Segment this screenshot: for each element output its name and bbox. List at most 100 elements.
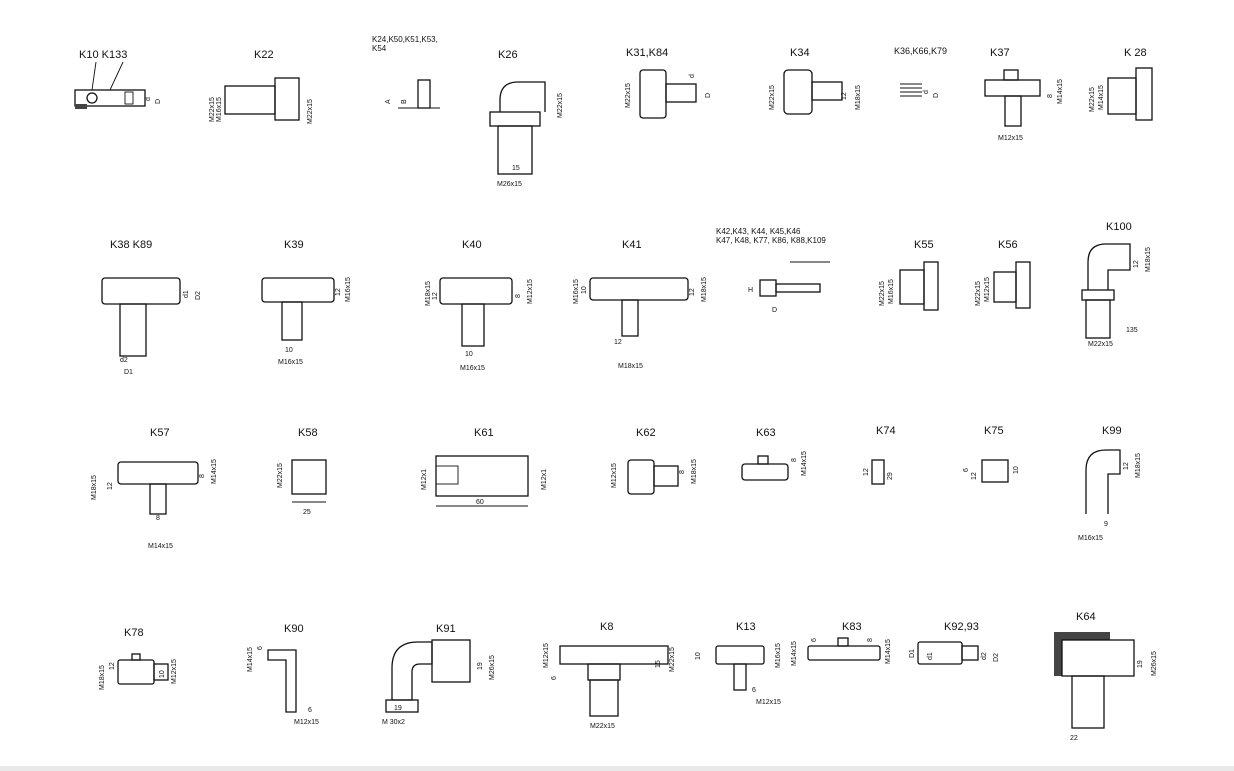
part-k28-dim: M22x15: [1089, 87, 1096, 112]
part-k39-title: K39: [284, 239, 304, 251]
part-k37-dim: M14x15: [1057, 79, 1064, 104]
part-k41-dim: M18x15: [701, 277, 708, 302]
part-k10-title: K10 K133: [79, 49, 127, 61]
part-k74: K74 12 29: [863, 425, 896, 485]
part-k26-dim: 15: [512, 165, 520, 172]
part-k63-dim: 8: [791, 458, 798, 462]
part-k8: K8 M12x15 6 15 M22x15 M22x15: [543, 621, 676, 730]
part-k83: K83 M14x15 6 8 M14x15: [791, 621, 892, 666]
part-k78-title: K78: [124, 627, 144, 639]
part-k10-base: [75, 104, 87, 109]
part-k13-dim: M16x15: [775, 643, 782, 668]
part-k40-title: K40: [462, 239, 482, 251]
part-k31-title: K31,K84: [626, 47, 668, 59]
part-k83-dim: 8: [867, 638, 874, 642]
part-k10-hole: [86, 92, 98, 104]
part-k83-cap: [837, 637, 849, 647]
part-k61-bore: [435, 465, 459, 485]
part-k92: K92,93 D1 d1 d2 D2: [909, 621, 1000, 665]
part-k39-dim: M16x15: [345, 277, 352, 302]
part-k78-dim: M12x15: [171, 659, 178, 684]
part-k78-dim: 10: [159, 670, 166, 678]
part-k92-body: [917, 641, 963, 665]
part-k8-run: [559, 645, 669, 665]
part-k64-dim: 22: [1070, 735, 1078, 742]
part-k55-dim: M16x15: [888, 279, 895, 304]
part-k28-body: [1107, 77, 1137, 115]
part-k99-dim: M16x15: [1078, 535, 1103, 542]
part-k58-dim: M22x15: [277, 463, 284, 488]
bottom-edge-strip: [0, 766, 1234, 771]
part-k41-dim: 12: [614, 339, 622, 346]
part-k40-branch: [461, 303, 485, 347]
part-k41-dim: 10: [581, 286, 588, 294]
part-k41-run: [589, 277, 689, 301]
part-k57-dim: 8: [156, 515, 160, 522]
part-k56-body: [993, 271, 1017, 303]
part-k39-run: [261, 277, 335, 303]
part-k37-dim: M12x15: [998, 135, 1023, 142]
part-k13-branch: [733, 663, 747, 691]
part-k64-tail: [1071, 675, 1105, 729]
part-k83-title: K83: [842, 621, 862, 633]
part-k38-title: K38 K89: [110, 239, 152, 251]
part-k8-nut: [587, 663, 621, 681]
part-k100-nut: [1081, 289, 1115, 301]
part-k24: K24,K50,K51,K53, K54 A B: [372, 35, 440, 109]
part-k91-nut: [385, 699, 419, 713]
part-k8-dim: 6: [551, 676, 558, 680]
part-k22-nut: [274, 77, 300, 121]
part-k40-dim: 8: [515, 294, 522, 298]
part-k92-dim: d2: [981, 652, 988, 660]
part-k90-title: K90: [284, 623, 304, 635]
part-k31-nut: [639, 69, 667, 119]
part-k22-dim: M16x15: [216, 97, 223, 122]
part-k58-title: K58: [298, 427, 318, 439]
part-k37-run: [984, 79, 1041, 97]
part-k42: K42,K43, K44, K45,K46 K47, K48, K77, K86…: [716, 227, 830, 314]
part-k63-title: K63: [756, 427, 776, 439]
part-k10: K10 K133 d D: [74, 49, 162, 109]
part-k75-dim: 10: [1013, 466, 1020, 474]
part-k28-dim: M14x15: [1098, 85, 1105, 110]
part-k10-collar: [124, 91, 134, 105]
part-k39-branch: [281, 301, 303, 341]
part-k99-dim: M18x15: [1135, 453, 1142, 478]
part-k31-dim: D: [705, 93, 712, 98]
part-k99: K99 12 M18x15 9 M16x15: [1078, 425, 1142, 542]
part-k100-dim: M22x15: [1088, 341, 1113, 348]
part-k57-run: [117, 461, 199, 485]
part-k100: K100 12 M18x15 135 M22x15: [1081, 221, 1152, 348]
part-k34-body: [811, 81, 843, 101]
part-k62-dim: M18x15: [691, 459, 698, 484]
part-k62-body: [653, 465, 679, 487]
part-k57-branch: [149, 483, 167, 515]
part-k24-body: [417, 79, 431, 109]
part-k100-dim: 12: [1133, 260, 1140, 268]
part-k13-title: K13: [736, 621, 756, 633]
part-k78-tail: [153, 663, 169, 681]
part-k40-dim: M18x15: [425, 281, 432, 306]
leader-line: [91, 61, 97, 91]
leader-line: [109, 61, 124, 91]
part-k56-dim: M12x15: [984, 277, 991, 302]
part-k100-title: K100: [1106, 221, 1132, 233]
part-k57-dim: 12: [107, 482, 114, 490]
part-k39-dim: 12: [335, 288, 342, 296]
part-k37-branch: [1004, 95, 1022, 127]
part-k74-title: K74: [876, 425, 896, 437]
part-k55: K55 M22x15 M16x15: [879, 239, 939, 311]
part-k36-body: [900, 83, 922, 97]
part-k57-dim: M14x15: [211, 459, 218, 484]
part-k74-dim: 29: [887, 472, 894, 480]
part-k37-dim: 8: [1047, 94, 1054, 98]
part-k57: K57 M18x15 12 8 M14x15 8 M14x15: [91, 427, 218, 550]
part-k63-cap: [757, 455, 769, 465]
part-k63-dim: M14x15: [801, 451, 808, 476]
part-k38-branch: [119, 303, 147, 357]
part-k99-dim: 12: [1123, 462, 1130, 470]
part-k39-dim: M16x15: [278, 359, 303, 366]
part-k42-hex: [759, 279, 777, 297]
part-k75-body: [981, 459, 1009, 483]
part-k56-title: K56: [998, 239, 1018, 251]
